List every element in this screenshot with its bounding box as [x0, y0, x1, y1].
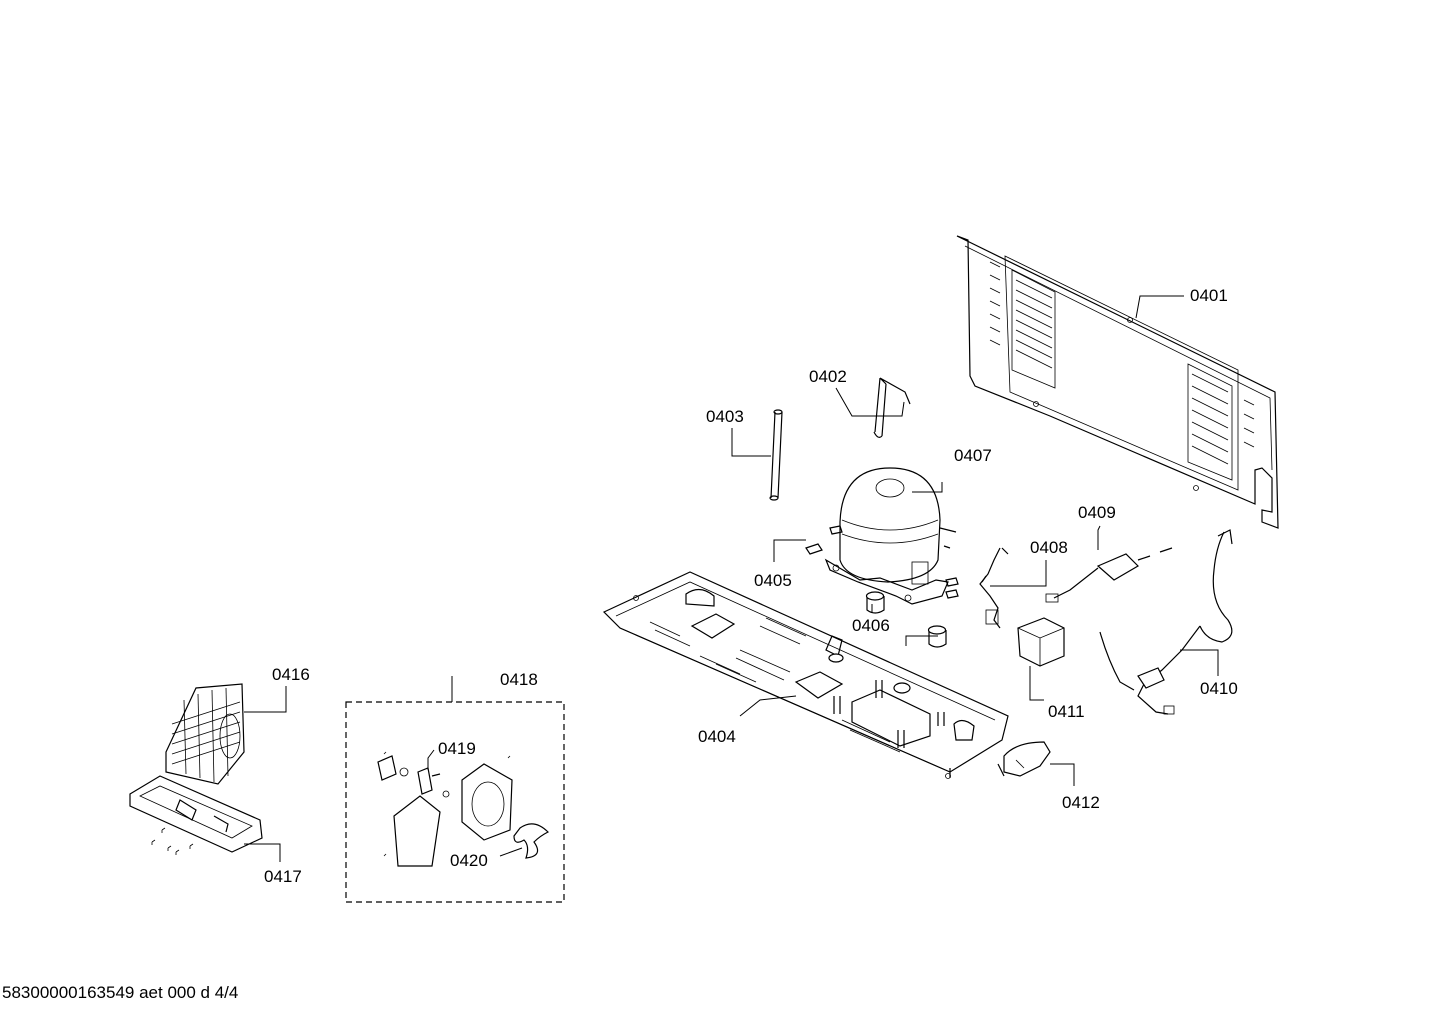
part-0407-compressor — [824, 467, 957, 605]
part-0418-fan-assembly — [345, 701, 565, 903]
label-0412: 0412 — [1062, 793, 1100, 812]
part-0417-tray — [129, 775, 263, 855]
part-0406-grommets — [865, 591, 947, 648]
part-0401-back-panel — [956, 235, 1279, 529]
label-0407: 0407 — [954, 446, 992, 465]
label-0404: 0404 — [698, 727, 736, 746]
part-0412-cover — [997, 741, 1051, 777]
label-0416: 0416 — [272, 665, 310, 684]
part-0411-box — [1017, 617, 1065, 667]
label-0417: 0417 — [264, 867, 302, 886]
part-0405-clips — [805, 525, 959, 599]
label-0419: 0419 — [438, 739, 476, 758]
label-0401: 0401 — [1190, 286, 1228, 305]
part-0410-power-cable — [1099, 529, 1233, 715]
leader-lines — [244, 295, 1219, 862]
document-footer: 58300000163549 aet 000 d 4/4 — [2, 983, 238, 1002]
part-0409-relay — [1045, 547, 1173, 603]
label-0410: 0410 — [1200, 679, 1238, 698]
label-0402: 0402 — [809, 367, 847, 386]
part-0403-rod — [769, 409, 783, 501]
label-0409: 0409 — [1078, 503, 1116, 522]
part-0408-wiring — [979, 547, 1009, 629]
part-0416-evaporator — [165, 683, 245, 785]
label-0411: 0411 — [1048, 702, 1085, 721]
label-0418: 0418 — [500, 670, 538, 689]
label-0405: 0405 — [754, 571, 792, 590]
part-0404-base-plate — [602, 571, 1009, 779]
label-0406: 0406 — [852, 616, 890, 635]
part-0402-tube — [873, 377, 911, 438]
part-labels: 0401 0402 0403 0404 0405 0406 0407 0408 … — [264, 286, 1238, 886]
label-0403: 0403 — [706, 407, 744, 426]
label-0420: 0420 — [450, 851, 488, 870]
label-0408: 0408 — [1030, 538, 1068, 557]
